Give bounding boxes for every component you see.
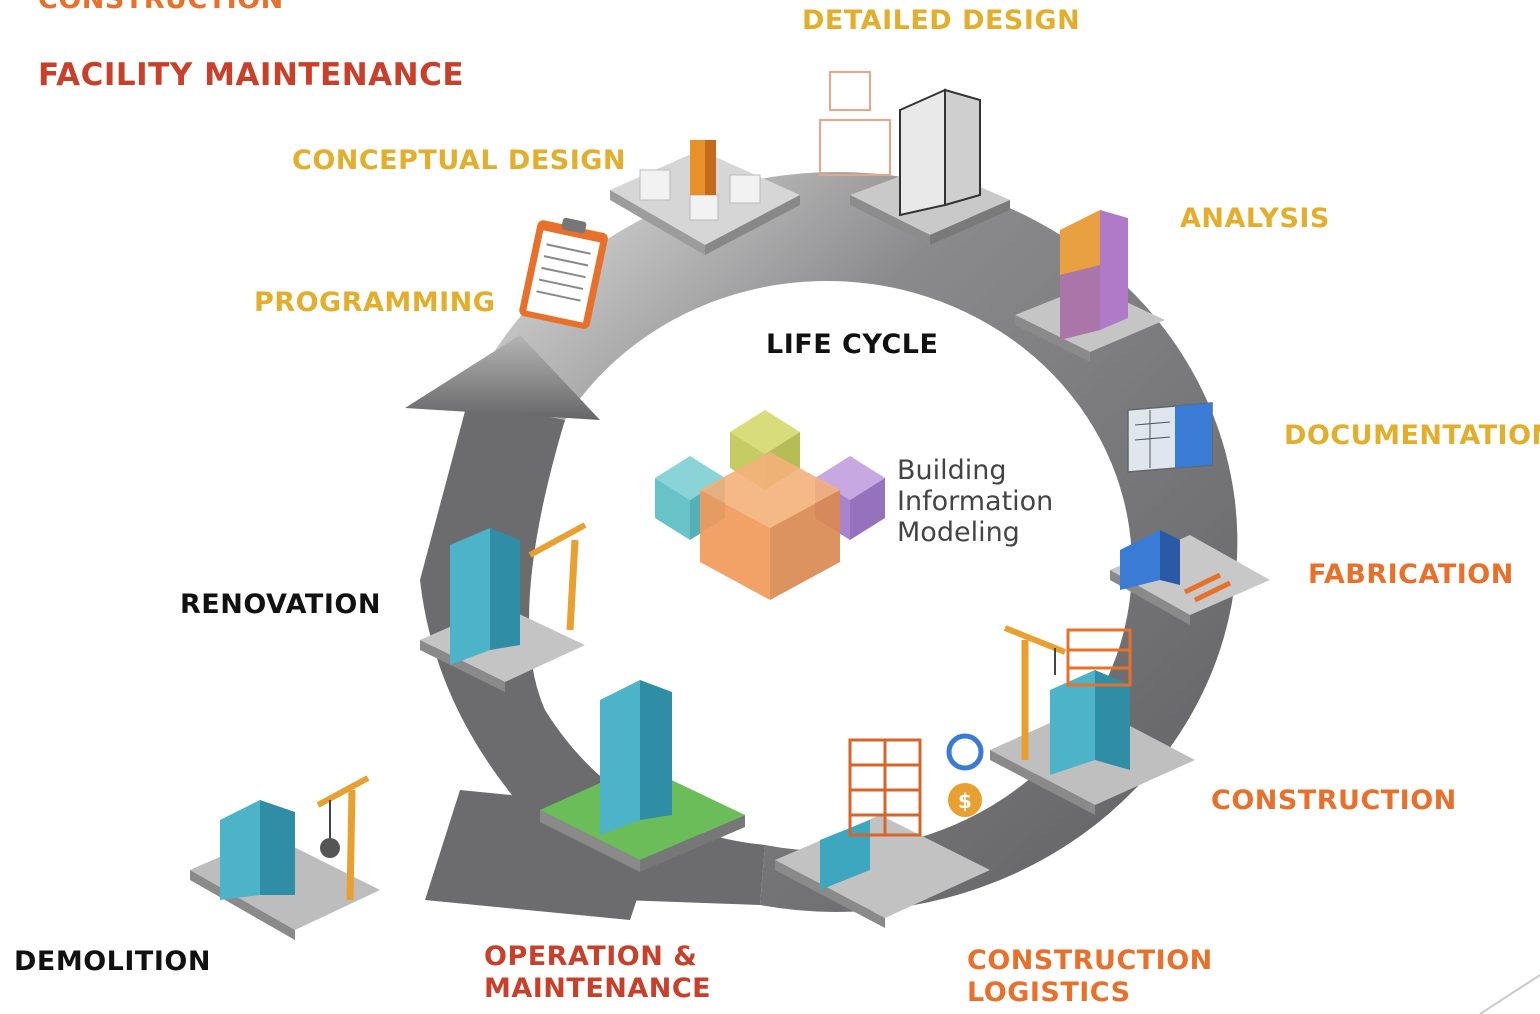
- dollar-coin-icon: [948, 783, 982, 817]
- bim-text-line1: Building: [897, 455, 1007, 486]
- demolition-label: DEMOLITION: [14, 946, 211, 977]
- construction-label: CONSTRUCTION: [1211, 785, 1457, 816]
- bim-text-line3: Modeling: [897, 517, 1020, 548]
- renovation-building-crane-icon: [420, 522, 587, 692]
- bim-text-line2: Information: [897, 486, 1054, 517]
- detailed-design-tower-icon: [819, 71, 1010, 245]
- construction-building-crane-icon: [990, 625, 1195, 815]
- wrecking-ball-icon: [320, 838, 340, 858]
- programming-clipboard-icon: [519, 217, 608, 329]
- detailed-design-label: DETAILED DESIGN: [802, 5, 1081, 36]
- construction-logistics-frame-icon: $: [775, 733, 990, 928]
- life-cycle-title: LIFE CYCLE: [766, 329, 939, 360]
- renovation-label: RENOVATION: [180, 589, 381, 620]
- documentation-label: DOCUMENTATION: [1284, 420, 1540, 451]
- conceptual-design-model-icon: [610, 140, 800, 255]
- logistics-label-line2: LOGISTICS: [967, 977, 1131, 1009]
- bim-logo-cubes-icon: [655, 410, 885, 600]
- conceptual-design-label: CONCEPTUAL DESIGN: [292, 145, 627, 176]
- bim-logo-text: Building Information Modeling: [897, 455, 1053, 548]
- top-construction-label: CONSTRUCTION: [38, 0, 284, 16]
- operation-label-line1: OPERATION &: [484, 941, 698, 972]
- corner-decoration-line: [1479, 974, 1540, 1014]
- programming-label: PROGRAMMING: [254, 287, 496, 318]
- fabrication-label: FABRICATION: [1308, 559, 1514, 590]
- analysis-tower-icon: [1015, 210, 1165, 362]
- stopwatch-icon: [946, 733, 984, 771]
- logistics-label-line1: CONSTRUCTION: [967, 945, 1213, 976]
- construction-logistics-label: CONSTRUCTION LOGISTICS: [967, 945, 1213, 1010]
- fabrication-factory-icon: [1110, 530, 1270, 625]
- cycle-arrow-head: [405, 335, 600, 420]
- lifecycle-ring: [405, 171, 1238, 920]
- svg-text:$: $: [958, 789, 972, 813]
- documentation-plans-icon: [1127, 402, 1213, 473]
- facility-maintenance-label: FACILITY MAINTENANCE: [38, 57, 465, 93]
- operation-maintenance-building-icon: [540, 680, 745, 872]
- demolition-building-wrecking-ball-icon: [190, 775, 380, 940]
- operation-label-line2: MAINTENANCE: [484, 973, 712, 1005]
- operation-maintenance-label: OPERATION & MAINTENANCE: [484, 941, 711, 1006]
- analysis-label: ANALYSIS: [1180, 203, 1330, 234]
- demolition-branch-arrow: [425, 790, 640, 920]
